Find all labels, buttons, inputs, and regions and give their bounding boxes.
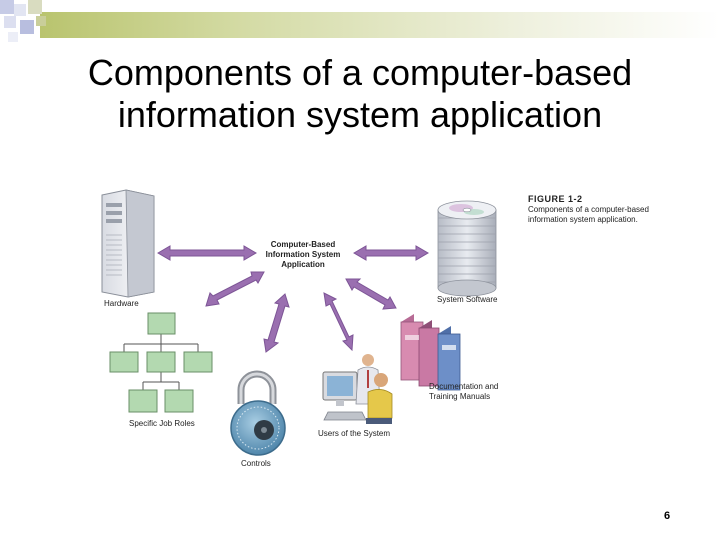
figure-caption-heading: FIGURE 1-2 xyxy=(528,194,583,204)
label-controls: Controls xyxy=(241,459,271,468)
decor-square xyxy=(4,16,16,28)
center-label: Computer-Based Information System Applic… xyxy=(265,240,341,269)
cd-stack-icon xyxy=(437,200,497,297)
arrow-system-software xyxy=(353,245,429,261)
org-chart-icon xyxy=(109,312,213,413)
decor-square xyxy=(8,32,18,42)
arrow-documentation xyxy=(345,278,397,310)
label-job-roles: Specific Job Roles xyxy=(129,419,195,428)
arrow-job-roles xyxy=(205,271,265,307)
label-hardware: Hardware xyxy=(104,299,139,308)
decor-square xyxy=(28,0,42,14)
binders-icon xyxy=(400,314,461,391)
connector-arrows xyxy=(157,245,429,353)
hardware-tower-icon xyxy=(101,189,155,298)
decor-square xyxy=(20,20,34,34)
label-system-software: System Software xyxy=(437,295,498,304)
decor-square xyxy=(36,16,46,26)
figure-caption-text: Components of a computer-based informati… xyxy=(528,205,649,224)
header-gradient-bar xyxy=(40,12,720,38)
padlock-icon xyxy=(230,370,286,456)
arrow-users xyxy=(323,292,354,352)
label-documentation: Documentation and Training Manuals xyxy=(429,382,499,401)
slide-title: Components of a computer-based informati… xyxy=(87,52,633,135)
arrow-controls xyxy=(263,293,290,353)
arrow-hardware xyxy=(157,245,257,261)
decor-square xyxy=(0,0,14,14)
page-number: 6 xyxy=(664,510,671,522)
users-icon xyxy=(322,354,393,424)
decor-square xyxy=(14,4,26,16)
label-users: Users of the System xyxy=(318,429,391,438)
